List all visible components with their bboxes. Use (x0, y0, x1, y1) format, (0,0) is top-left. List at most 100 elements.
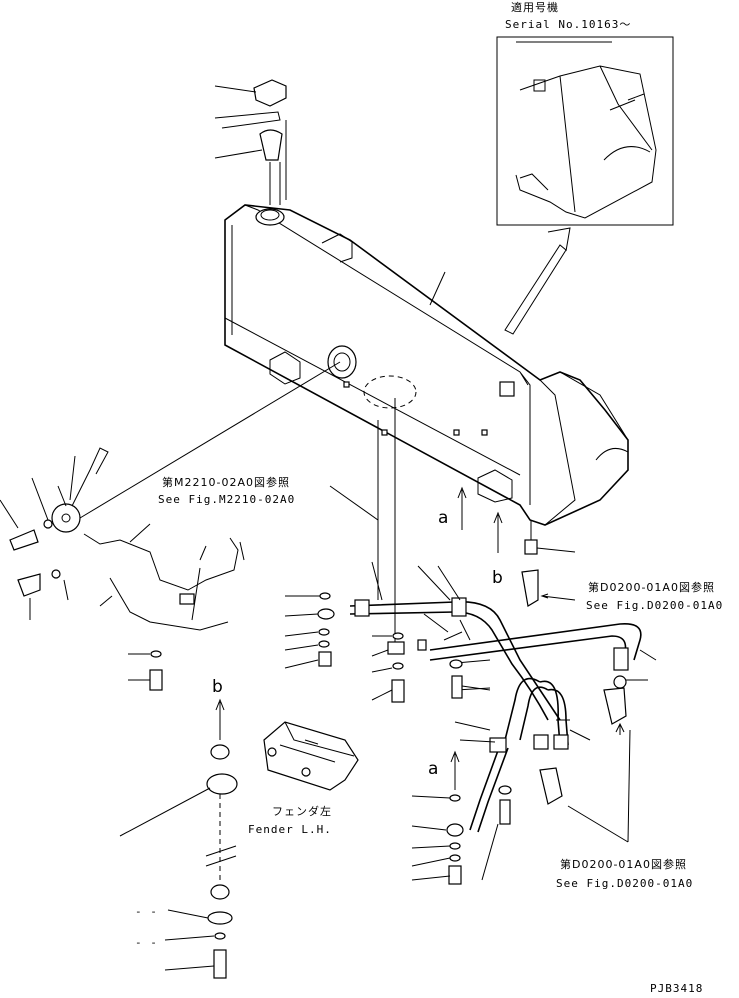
arrow-a-label-2: a (428, 759, 438, 779)
ref-d0200-2-en: See Fig.D0200-01A0 (556, 877, 693, 890)
hose-1b (349, 611, 549, 721)
cap-centerline (269, 120, 287, 205)
leader-bolt-5 (481, 823, 499, 881)
arrow-a-label-1: a (438, 508, 448, 528)
drain-cock-leaders (530, 520, 576, 553)
vent-cap (499, 381, 515, 397)
tank-bolt-3 (381, 429, 388, 436)
strainer (259, 129, 283, 161)
bolt-3 (451, 675, 463, 699)
leader-mount-rubber (119, 787, 211, 837)
tank-boss-right (477, 469, 513, 503)
tank-bolt-4 (343, 381, 350, 388)
arrow-a-2 (450, 750, 460, 790)
fuel-lines (349, 398, 657, 833)
wire-harness (83, 533, 239, 631)
o-ring-3 (318, 640, 330, 648)
fastener-column-2 (411, 785, 512, 885)
leaders-left (128, 653, 150, 681)
fuel-sender-unit (0, 361, 341, 631)
leader-fuel-cap (214, 85, 257, 93)
spring-washer (214, 932, 226, 940)
arrow-a-1 (457, 486, 467, 530)
fuel-cap (253, 79, 287, 107)
tank-end-detail (559, 371, 629, 461)
leader-bolt-3 (461, 685, 491, 691)
hose-2 (504, 677, 549, 741)
fender-bracket (263, 721, 359, 791)
hose-leaders (371, 561, 461, 633)
inset-cap (533, 79, 546, 92)
ref-d0200-1-arrow (540, 593, 576, 601)
ref-d0200-2-jp: 第D0200-01A0図参照 (560, 857, 687, 871)
inset-title-jp: 適用号機 (511, 0, 559, 14)
hose-fitting-1 (533, 734, 549, 750)
mount-rubber (206, 773, 238, 795)
sender-center (61, 513, 71, 523)
tank-bolt-2 (481, 429, 488, 436)
bracket-leaders (626, 649, 657, 681)
arrow-b-1 (493, 511, 503, 553)
inset-tank-end (515, 41, 657, 219)
inset-leader (627, 93, 645, 101)
leader-strainer (214, 149, 263, 159)
inset-frame (496, 36, 674, 226)
bolt-left (149, 669, 163, 691)
fender-mount: b フェンダ左 Fender L.H. - - - - (119, 677, 359, 979)
drain-cock (524, 539, 538, 555)
union-3 (446, 823, 464, 837)
tank-bolt-1 (453, 429, 460, 436)
clamp-bracket (443, 619, 471, 641)
washer-3 (449, 659, 463, 669)
pipe-bracket (603, 687, 627, 725)
plate-washer (207, 911, 233, 925)
ref-d0200-1-en: See Fig.D0200-01A0 (586, 599, 723, 612)
washer-sender-2 (51, 569, 61, 579)
drain-hidden (363, 375, 417, 409)
fender-hole-2 (301, 767, 311, 777)
hose-fitting-2 (553, 734, 569, 750)
fastener-column-1 (128, 592, 491, 703)
leader-inset (609, 99, 636, 111)
inset-serial: Serial No.10163～ (505, 18, 631, 31)
arrow-b-label-2: b (212, 677, 223, 697)
fuel-cap-assembly (214, 79, 287, 205)
harness-clip (179, 593, 195, 605)
washer-4 (498, 785, 512, 795)
bolt-5 (499, 799, 511, 825)
leaders-col-2 (371, 635, 393, 701)
arrow-to-bracket (615, 722, 625, 735)
bolt-4 (448, 865, 462, 885)
fuel-tank (224, 99, 636, 526)
ref-d0200-2-leaders (567, 729, 631, 843)
bolt-sender (9, 529, 39, 551)
hose-1 (349, 601, 561, 721)
tank-edges (224, 204, 576, 526)
inset-pointer-arrow (504, 244, 567, 335)
fender-hole-1 (267, 747, 277, 757)
tank-handle-top (321, 233, 353, 263)
gasket (214, 111, 281, 129)
sender-float-arm (71, 447, 109, 507)
return-pipe-end (613, 647, 629, 671)
union-1 (317, 608, 335, 620)
filler-neck-inner (260, 209, 280, 221)
tank-boss-left (269, 351, 301, 385)
gauge-port-inner (333, 352, 351, 372)
o-ring-8 (449, 854, 461, 862)
return-pipe (429, 623, 642, 661)
fender-label-en: Fender L.H. (248, 823, 332, 836)
o-ring-2 (318, 628, 330, 636)
ref-m2210-en: See Fig.M2210-02A0 (158, 493, 295, 506)
hose-fitting-left (354, 599, 370, 617)
arrow-b-2 (215, 698, 225, 740)
hose-clamp-2 (489, 737, 507, 753)
sender-leaders (31, 455, 76, 521)
ref-m2210-jp: 第M2210-02A0図参照 (162, 475, 290, 489)
dash-1: - - (135, 905, 158, 918)
o-ring-1 (319, 592, 331, 600)
drain-valve (521, 569, 539, 607)
hose-leaders-3 (556, 719, 591, 741)
bracket-washer (613, 675, 627, 689)
